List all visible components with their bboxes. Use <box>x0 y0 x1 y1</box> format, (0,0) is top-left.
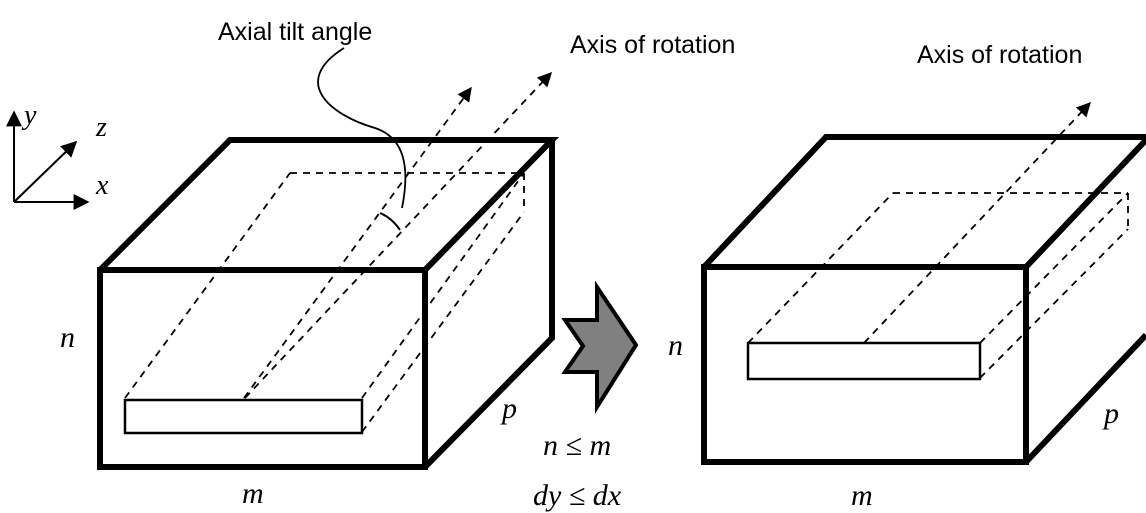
right-box-front <box>701 264 1029 465</box>
left-box-top <box>97 137 560 273</box>
condition-dy-le-dx: dy ≤ dx <box>533 479 622 512</box>
right-slot <box>746 341 982 381</box>
left-slot <box>123 398 364 435</box>
axis-x-label: x <box>95 170 109 201</box>
left-axis-of-rotation-1 <box>243 86 472 399</box>
right-box-top-front-edge <box>1023 137 1146 270</box>
left-box-front <box>97 267 428 470</box>
right-hidden-lines <box>747 101 1129 379</box>
right-box-side-bottom <box>1023 332 1146 465</box>
coordinate-axes <box>6 110 90 210</box>
condition-n-le-m: n ≤ m <box>543 429 611 462</box>
axial-tilt-arc <box>379 212 401 231</box>
z-axis-arrow <box>13 140 78 203</box>
right-m-label: m <box>851 479 873 512</box>
left-hidden-lines <box>124 71 552 433</box>
left-axis-of-rotation-2 <box>244 71 552 399</box>
right-axis-of-rotation <box>863 101 1091 344</box>
right-box-top <box>701 134 1146 270</box>
right-n-label: n <box>668 329 683 362</box>
left-box-side <box>422 140 555 470</box>
right-box <box>701 101 1146 465</box>
transition-arrow <box>561 280 639 414</box>
left-m-label: m <box>242 477 264 510</box>
axis-z-label: z <box>95 112 107 143</box>
axial-tilt-angle-label: Axial tilt angle <box>218 18 372 46</box>
axis-of-rotation-right-label: Axis of rotation <box>917 41 1082 69</box>
left-box <box>97 47 560 470</box>
right-p-label: p <box>1102 397 1119 430</box>
left-n-label: n <box>60 321 75 354</box>
axis-y-label: y <box>21 100 37 131</box>
axis-of-rotation-left-label: Axis of rotation <box>570 31 735 59</box>
axial-tilt-leader <box>317 47 407 209</box>
left-p-label: p <box>500 392 517 425</box>
